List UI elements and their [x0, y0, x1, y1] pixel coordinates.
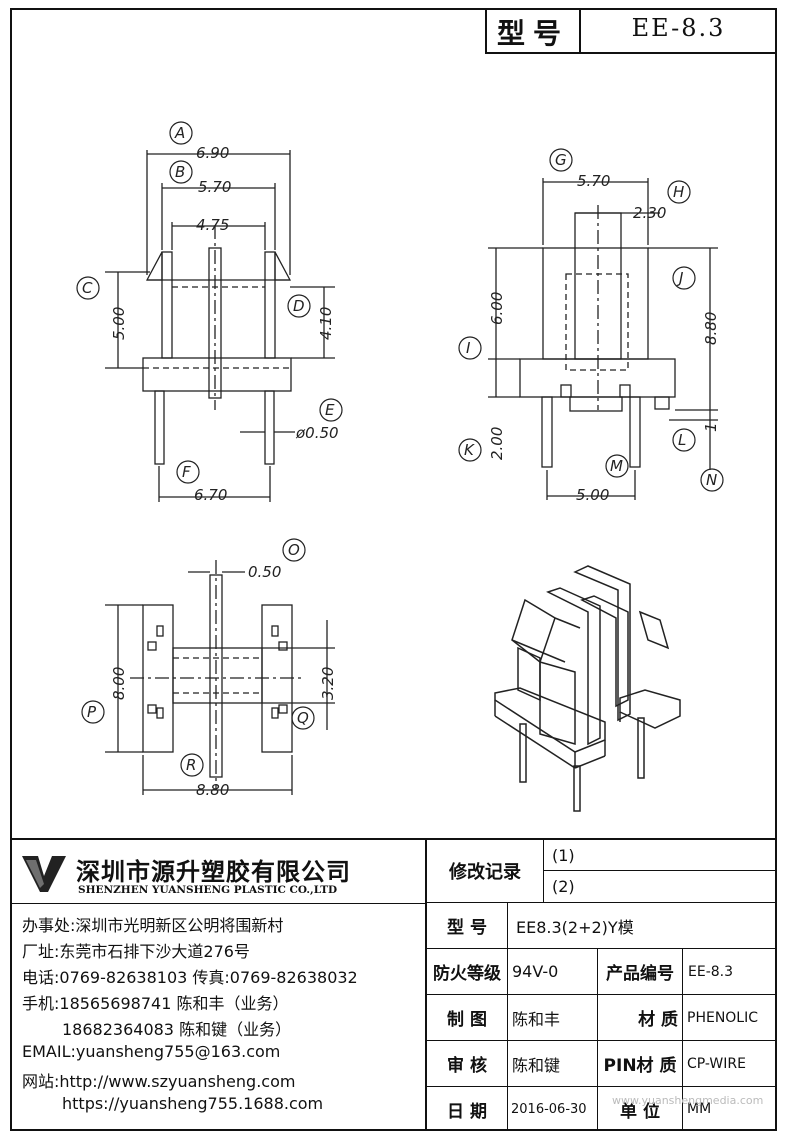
dim-letter-H: H: [673, 183, 684, 201]
spec-pin-label: PIN材 质: [603, 1056, 677, 1076]
dim-letter-P: P: [87, 703, 97, 721]
dim-letter-K: K: [464, 441, 475, 459]
col-line-3: [682, 948, 683, 1131]
header-model-value: EE-8.3: [631, 14, 726, 42]
header-model-label: 型号: [497, 17, 570, 50]
revision-2: (2): [552, 877, 575, 896]
dim-value-P: 8.00: [110, 667, 128, 700]
row-line-2: [425, 948, 777, 949]
row-line-5: [425, 1086, 777, 1087]
revision-1: (1): [552, 845, 575, 865]
row-line-1: [425, 902, 777, 903]
bottom-view: [105, 560, 335, 795]
dim-value-F: 6.70: [194, 486, 227, 504]
company-name-en: SHENZHEN YUANSHENG PLASTIC CO.,LTD: [78, 884, 338, 896]
dim-value-A: 6.90: [196, 144, 229, 162]
revision-label: 修改记录: [449, 862, 521, 883]
dim-value-C: 5.00: [110, 307, 128, 340]
company-website-2: https://yuansheng755.1688.com: [62, 1094, 324, 1113]
dim-letter-A: A: [174, 124, 185, 142]
front-view: [105, 150, 335, 502]
dim-value-I: 6.00: [488, 292, 506, 325]
company-logo: [18, 846, 70, 898]
dimension-letter-circles: [76, 121, 724, 777]
dim-letter-O: O: [288, 541, 300, 559]
dim-letter-L: L: [678, 431, 686, 449]
dim-letter-C: C: [82, 279, 93, 297]
col-line-2: [597, 948, 598, 1131]
logo-icon: [22, 856, 66, 892]
title-block-top-border: [10, 838, 777, 840]
dim-value-4-75: 4.75: [196, 216, 229, 234]
watermark: www.yuanshengmedia.com: [612, 1094, 764, 1107]
side-view: [488, 178, 718, 500]
spec-draw-value: 陈和丰: [512, 1009, 561, 1029]
dim-letter-E: E: [325, 401, 335, 419]
isometric-view: [494, 565, 681, 812]
dim-letter-G: G: [555, 151, 567, 169]
spec-pin-value: CP-WIRE: [687, 1055, 746, 1072]
company-mobile-2: 18682364083 陈和键（业务）: [62, 1020, 292, 1039]
dim-value-Q: 3.20: [319, 667, 337, 700]
drawing-frame: [10, 8, 777, 1131]
spec-draw-label: 制 图: [447, 1010, 487, 1030]
col-line-1: [507, 902, 508, 1131]
spec-fire-value: 94V-0: [512, 962, 559, 981]
dim-value-J: 8.80: [702, 312, 720, 345]
spec-model-label: 型 号: [447, 918, 487, 938]
company-office: 办事处:深圳市光明新区公明将围新村: [22, 916, 284, 935]
company-phone: 电话:0769-82638103 传真:0769-82638032: [22, 968, 358, 987]
company-website: 网站:http://www.szyuansheng.com: [22, 1072, 296, 1091]
spec-unit-value: MM: [687, 1101, 712, 1117]
company-name-cn: 深圳市源升塑胶有限公司: [76, 858, 351, 886]
dim-value-E: ø0.50: [295, 424, 339, 442]
spec-code-label: 产品编号: [606, 964, 674, 984]
company-divider: [10, 903, 426, 904]
header-box: [485, 8, 777, 54]
row-line-3: [425, 994, 777, 995]
dim-value-L: 1: [702, 422, 720, 432]
dim-value-H: 2.30: [633, 204, 666, 222]
dim-value-G: 5.70: [577, 172, 610, 190]
spec-review-value: 陈和键: [512, 1055, 561, 1075]
spec-unit-label: 单 位: [620, 1101, 660, 1122]
dim-letter-F: F: [182, 463, 191, 481]
dim-letter-M: M: [610, 457, 623, 475]
spec-date-value: 2016-06-30: [511, 1101, 587, 1117]
spec-code-value: EE-8.3: [688, 963, 734, 980]
title-block-divider: [425, 838, 427, 1131]
company-email: EMAIL:yuansheng755@163.com: [22, 1042, 281, 1061]
row-line-4: [425, 1040, 777, 1041]
dim-value-D: 4.10: [317, 307, 335, 340]
spec-fire-label: 防火等级: [433, 964, 501, 984]
dim-value-K: 2.00: [488, 427, 506, 460]
dim-letter-D: D: [293, 297, 305, 315]
revision-row-line: [543, 870, 777, 871]
dim-letter-J: J: [676, 269, 683, 287]
dim-value-B: 5.70: [198, 178, 231, 196]
spec-material-value: PHENOLIC: [687, 1009, 759, 1026]
dim-letter-B: B: [175, 163, 185, 181]
dim-letter-I: I: [466, 339, 471, 357]
company-mobile-1: 手机:18565698741 陈和丰（业务）: [22, 994, 289, 1013]
dim-value-O: 0.50: [248, 563, 281, 581]
dim-value-M: 5.00: [576, 486, 609, 504]
dim-letter-R: R: [186, 756, 196, 774]
dim-letter-Q: Q: [297, 709, 309, 727]
spec-material-label: 材 质: [638, 1010, 678, 1030]
company-factory: 厂址:东莞市石排下沙大道276号: [22, 942, 250, 961]
header-divider: [579, 8, 581, 54]
technical-drawing: A 6.90 B 5.70 4.75 C 5.00 D 4.10 E ø0.50…: [76, 121, 724, 812]
spec-review-label: 审 核: [447, 1056, 487, 1076]
spec-date-label: 日 期: [447, 1101, 487, 1122]
spec-model-value: EE8.3(2+2)Y模: [516, 917, 634, 937]
dim-letter-N: N: [706, 471, 717, 489]
dim-value-R: 8.80: [196, 781, 229, 799]
